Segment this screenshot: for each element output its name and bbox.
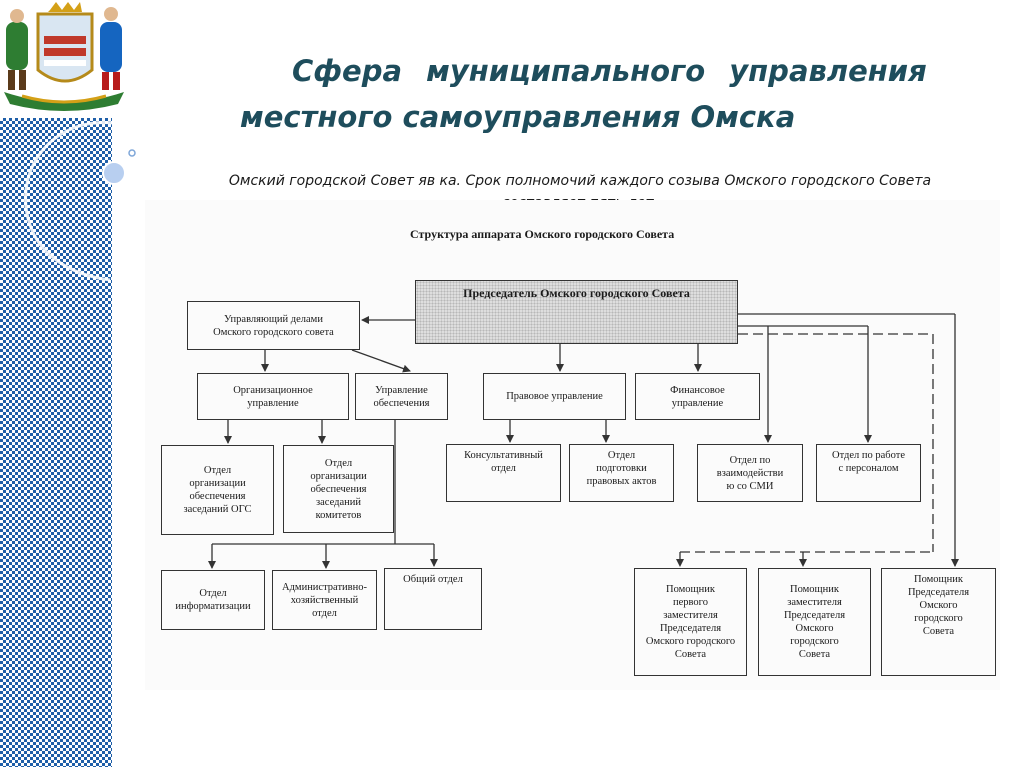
slide-title-line1: Сфера муниципального управления (292, 54, 927, 88)
node-ogs-sessions: Отдел организации обеспечения заседаний … (161, 445, 274, 535)
slide-title-line2: местного самоуправления Омска (240, 100, 796, 134)
node-committee-sessions: Отдел организации обеспечения заседаний … (283, 445, 394, 533)
checker-pattern-decoration (0, 118, 112, 767)
node-chair: Председатель Омского городского Совета (415, 280, 738, 344)
node-asst-deputy: Помощник заместителя Председателя Омског… (758, 568, 871, 676)
node-manager: Управляющий делами Омского городского со… (187, 301, 360, 350)
node-org-dept: Организационное управление (197, 373, 349, 420)
node-asst-chair: Помощник Председателя Омского городского… (881, 568, 996, 676)
node-legal-dept: Правовое управление (483, 373, 626, 420)
node-media: Отдел по взаимодействи ю со СМИ (697, 444, 803, 502)
node-general: Общий отдел (384, 568, 482, 630)
node-informatization: Отдел информатизации (161, 570, 265, 630)
node-personnel: Отдел по работе с персоналом (816, 444, 921, 502)
slide-title: Сфера муниципального управления местного… (200, 48, 1000, 140)
swirl-decoration (24, 121, 136, 282)
node-consulting: Консультативный отдел (446, 444, 561, 502)
node-finance-dept: Финансовое управление (635, 373, 760, 420)
node-admin-econ: Административно- хозяйственный отдел (272, 570, 377, 630)
node-legal-acts: Отдел подготовки правовых актов (569, 444, 674, 502)
node-asst-first-deputy: Помощник первого заместителя Председател… (634, 568, 747, 676)
omsk-coat-of-arms-icon (4, 2, 124, 111)
node-support-dept: Управление обеспечения (355, 373, 448, 420)
org-chart-title: Структура аппарата Омского городского Со… (410, 227, 675, 241)
